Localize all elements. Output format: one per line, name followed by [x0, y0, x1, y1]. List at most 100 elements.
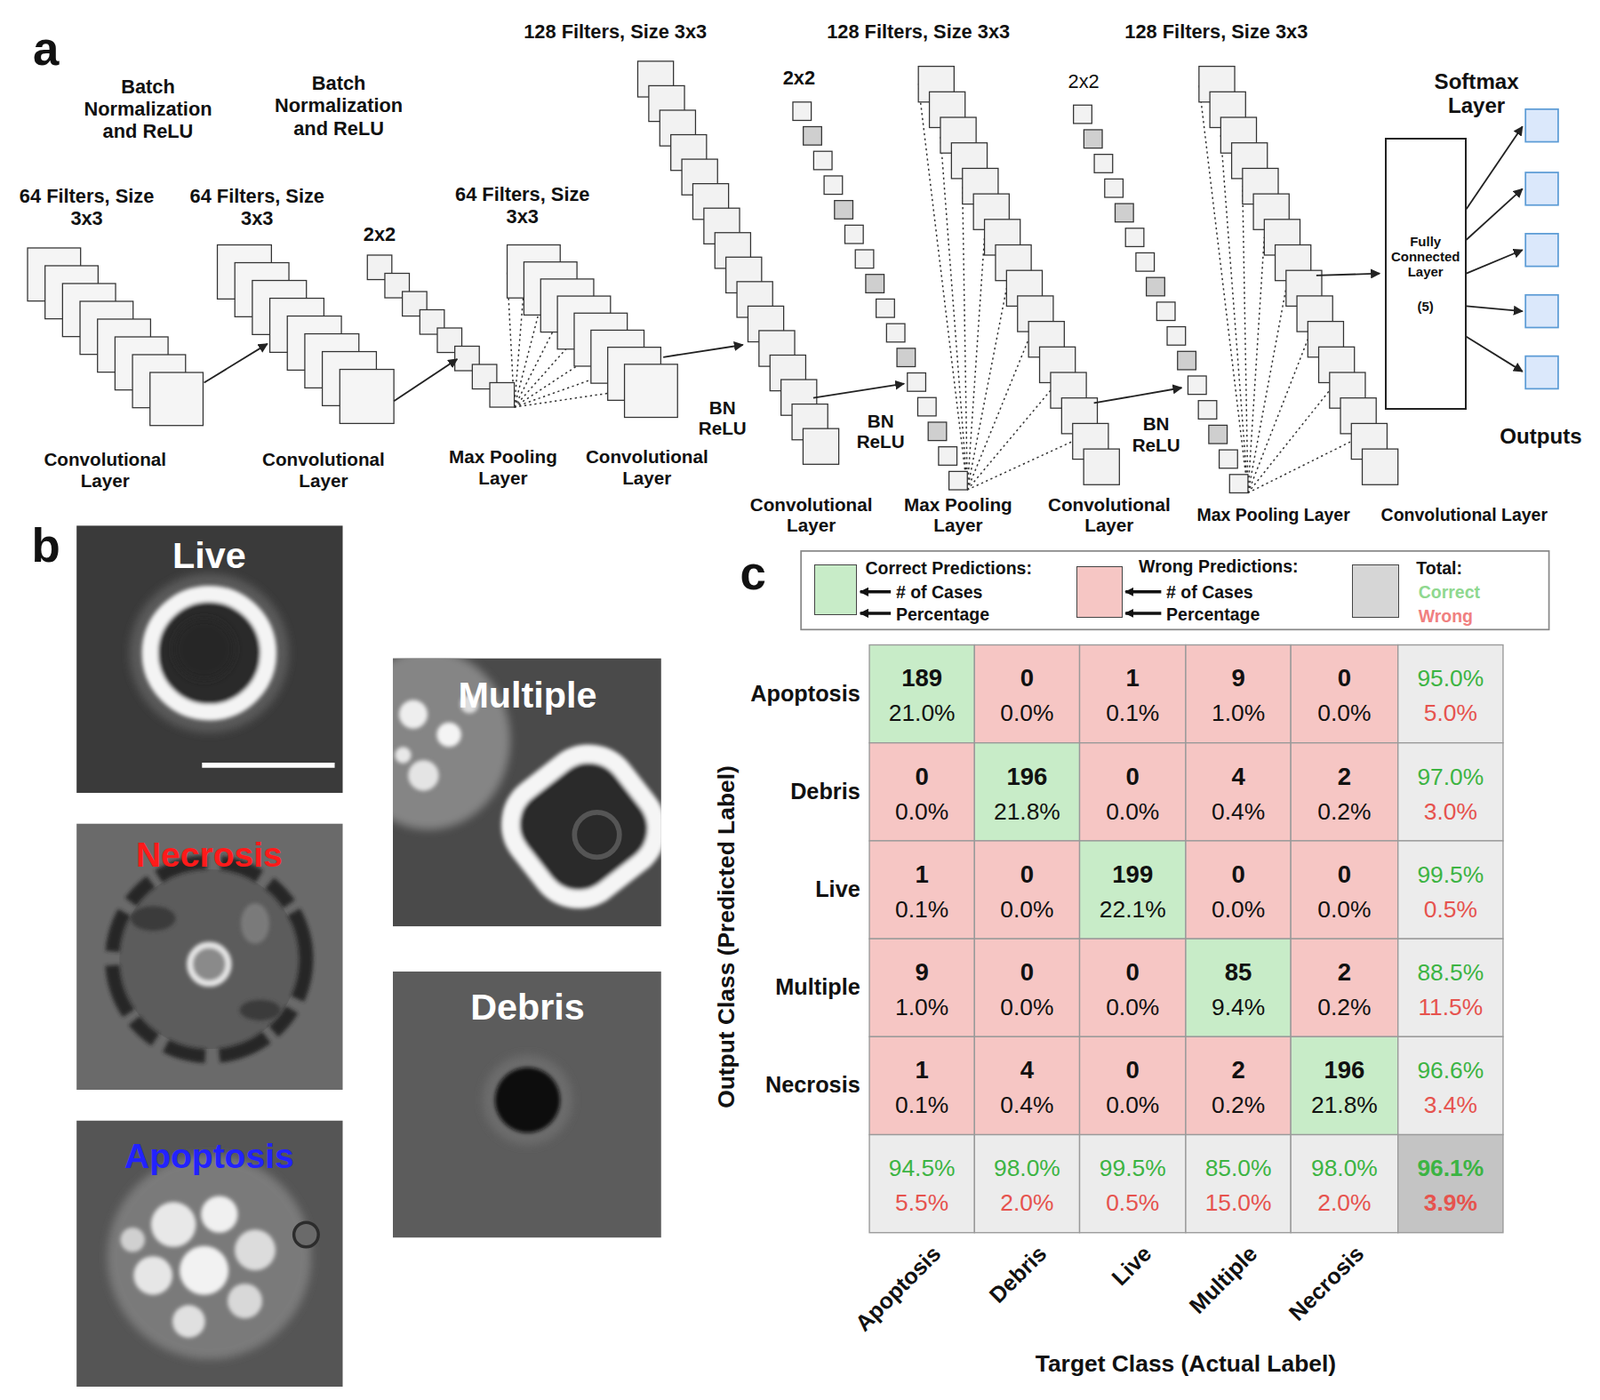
layer-name: Convolutional Layer: [256, 448, 390, 492]
layer-annotation: 2x2: [363, 223, 396, 246]
matrix-count: 9: [1231, 664, 1245, 694]
feature-map: [1156, 302, 1176, 321]
matrix-percent: 0.2%: [1317, 993, 1371, 1021]
flow-arrow: [1466, 188, 1523, 240]
column-error: 3.9%: [1424, 1189, 1478, 1216]
matrix-count: 199: [1112, 860, 1153, 889]
dotted-link: [967, 339, 1029, 490]
matrix-cell: [869, 645, 975, 744]
matrix-cell: [1080, 645, 1186, 744]
column-error: 5.5%: [895, 1189, 949, 1216]
matrix-count: 2: [1337, 958, 1352, 987]
matrix-percent: 0.0%: [1000, 896, 1054, 923]
panel-letter: c: [740, 546, 767, 601]
feature-map: [802, 428, 839, 464]
necrosis-cell-image: [76, 823, 344, 1090]
column-error: 0.5%: [1105, 1189, 1160, 1216]
dotted-link: [1248, 237, 1264, 494]
feature-map: [339, 369, 394, 424]
legend-note: # of Cases: [1166, 582, 1254, 602]
dotted-link: [514, 288, 525, 408]
flow-arrow: [1466, 249, 1523, 273]
row-label: Multiple: [775, 975, 860, 1001]
matrix-cell: [1185, 743, 1291, 841]
feature-map: [917, 397, 936, 416]
matrix-cell: [1398, 645, 1504, 744]
layer-stack: [1199, 66, 1399, 486]
layer-stack: [367, 255, 514, 408]
matrix-cell: [1290, 1135, 1399, 1233]
feature-map: [1104, 178, 1124, 198]
row-error: 3.0%: [1424, 797, 1478, 824]
dotted-link: [1248, 339, 1308, 494]
matrix-percent: 0.0%: [1317, 896, 1371, 923]
feature-map: [907, 373, 927, 392]
layer-annotation: 2x2: [783, 67, 816, 90]
matrix-cell: [974, 1036, 1080, 1135]
network-layers: [27, 61, 1559, 494]
feature-map: [150, 372, 204, 426]
layer-name: Max Pooling Layer: [439, 446, 567, 489]
column-label: Live: [1106, 1240, 1157, 1291]
output-unit: [1525, 295, 1559, 328]
column-recall: 98.0%: [993, 1154, 1061, 1182]
feature-map: [792, 102, 812, 121]
output-units: [1525, 109, 1559, 390]
image-class-label: Necrosis: [136, 835, 283, 876]
matrix-count: 0: [1126, 958, 1140, 987]
row-label: Live: [815, 877, 861, 904]
matrix-cell: [1398, 743, 1504, 841]
feature-map: [1167, 327, 1186, 346]
matrix-count: 1: [915, 860, 929, 889]
feature-map: [489, 382, 515, 408]
feature-map: [865, 274, 885, 294]
dotted-link: [1248, 440, 1352, 493]
column-error: 15.0%: [1205, 1189, 1272, 1216]
matrix-percent: 0.0%: [895, 797, 949, 824]
matrix-percent: 0.0%: [1105, 1091, 1160, 1119]
matrix-percent: 0.0%: [1105, 993, 1160, 1021]
feature-map: [1198, 400, 1217, 420]
flow-arrow: [663, 344, 744, 358]
layer-annotation: 128 Filters, Size 3x3: [523, 20, 707, 43]
feature-map: [1094, 154, 1113, 174]
matrix-count: 1: [1126, 664, 1140, 694]
matrix-cell: [974, 743, 1080, 841]
matrix-cell: [869, 1135, 975, 1233]
matrix-cell: [869, 938, 975, 1037]
matrix-percent: 1.0%: [895, 993, 949, 1021]
feature-map: [1362, 448, 1399, 485]
feature-map: [1219, 449, 1239, 469]
matrix-cell: [974, 938, 1080, 1037]
matrix-count: 0: [1126, 1056, 1140, 1085]
row-label: Apoptosis: [750, 680, 860, 707]
matrix-count: 4: [1231, 762, 1245, 792]
legend-note: Percentage: [1166, 604, 1260, 624]
feature-map: [1073, 104, 1093, 124]
dotted-link: [514, 322, 559, 408]
matrix-cell: [1185, 840, 1291, 939]
matrix-percent: 21.8%: [993, 797, 1061, 824]
layer-stack: [27, 248, 203, 426]
row-label: Necrosis: [765, 1072, 861, 1099]
feature-map: [1177, 351, 1197, 370]
row-precision: 97.0%: [1416, 762, 1484, 790]
matrix-count: 4: [1020, 1056, 1034, 1085]
feature-map: [624, 364, 679, 418]
matrix-percent: 0.0%: [1211, 896, 1265, 923]
feature-map: [938, 447, 958, 466]
matrix-count: 2: [1231, 1056, 1245, 1085]
node-text: Fully Connected Layer: [1390, 233, 1462, 280]
legend-frame: [800, 551, 1549, 630]
matrix-count: 0: [1020, 664, 1034, 694]
layer-name: Convolutional Layer: [744, 494, 878, 537]
layer-annotation: Softmax Layer: [1420, 69, 1533, 119]
output-unit: [1525, 233, 1559, 267]
feature-map: [1083, 129, 1103, 149]
matrix-cell: [1185, 938, 1291, 1037]
legend-note: Percentage: [896, 604, 990, 624]
matrix-cell: [1398, 1135, 1504, 1233]
column-recall: 96.1%: [1416, 1154, 1484, 1182]
column-label: Multiple: [1184, 1240, 1264, 1320]
matrix-cell: [1398, 938, 1504, 1037]
